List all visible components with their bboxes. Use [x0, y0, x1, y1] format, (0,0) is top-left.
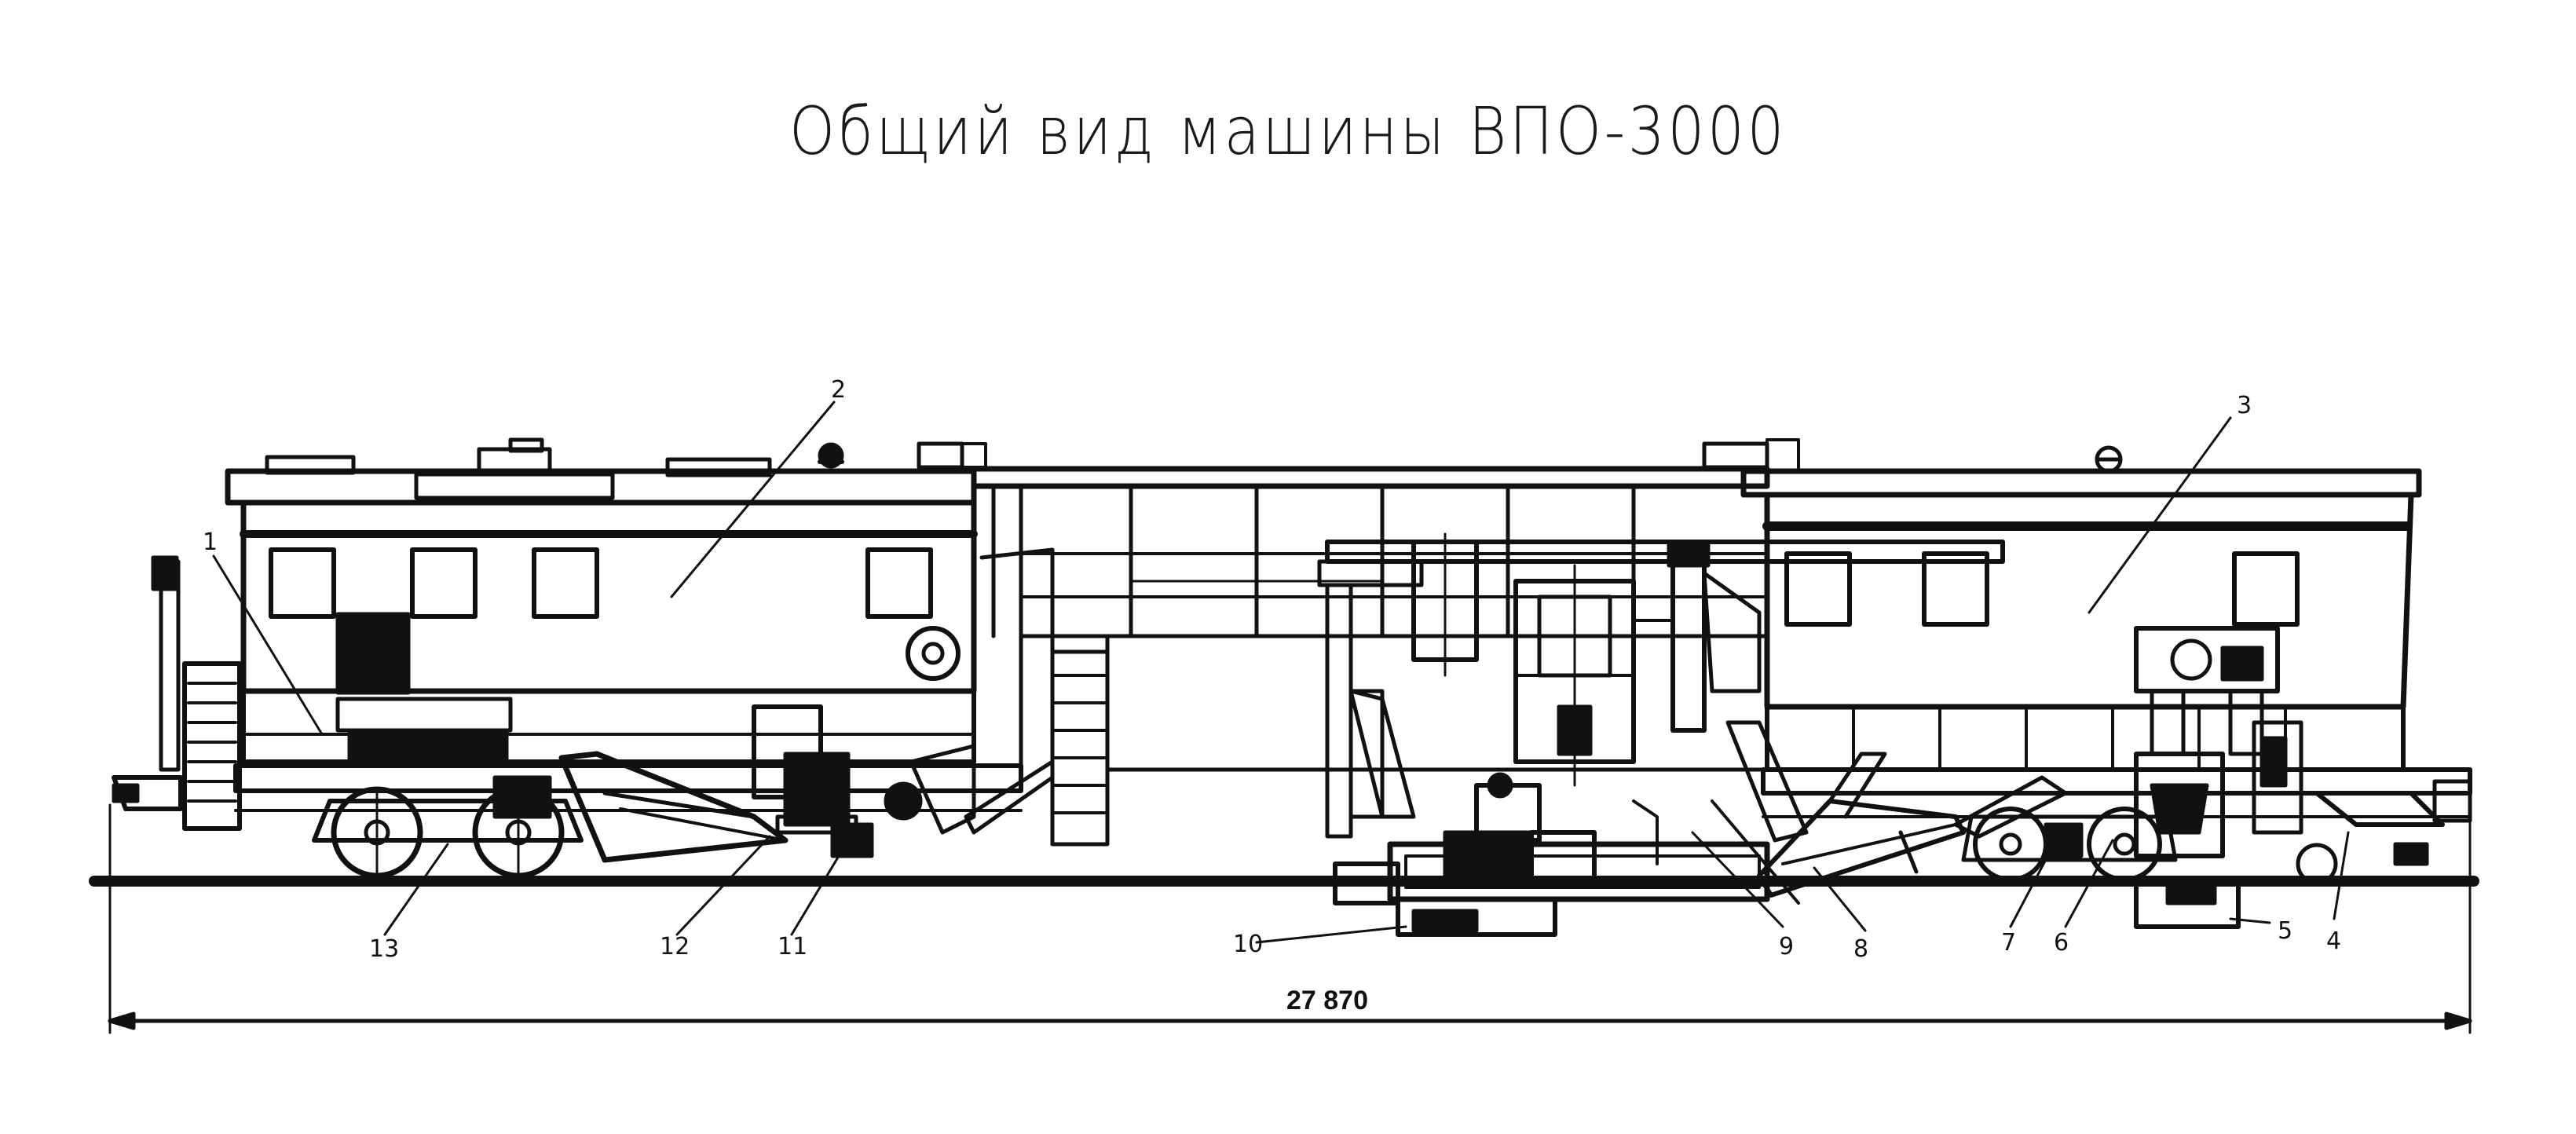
left-working-gear [558, 704, 976, 863]
dimension-label: 27 870 [1286, 986, 1368, 1015]
callout-11: 11 [778, 933, 807, 960]
right-bogie [1953, 720, 2472, 929]
callout-3: 3 [2237, 392, 2252, 419]
callout-leaders [212, 401, 2350, 944]
center-cleaning-unit [1317, 532, 2005, 937]
left-car [225, 437, 1023, 812]
callout-2: 2 [831, 376, 846, 404]
callout-12: 12 [660, 933, 690, 960]
left-front-end [112, 555, 242, 831]
callout-13: 13 [369, 935, 399, 963]
callout-8: 8 [1853, 935, 1868, 963]
left-bogie [312, 775, 584, 881]
callout-1: 1 [203, 529, 218, 556]
callout-6: 6 [2054, 929, 2069, 957]
callout-labels: 1 2 3 4 5 6 7 8 9 10 11 12 13 [203, 376, 2341, 963]
callout-10: 10 [1233, 931, 1263, 958]
diagram-title: Общий вид машины ВПО-3000 [789, 93, 1787, 170]
callout-5: 5 [2278, 917, 2292, 945]
conveyor-8 [1757, 752, 1966, 898]
overall-dimension: 27 870 [108, 803, 2472, 1034]
callout-4: 4 [2326, 927, 2341, 955]
callout-9: 9 [1779, 933, 1794, 960]
right-car [1740, 445, 2472, 818]
center-frame [917, 438, 1800, 847]
callout-7: 7 [2001, 929, 2016, 957]
